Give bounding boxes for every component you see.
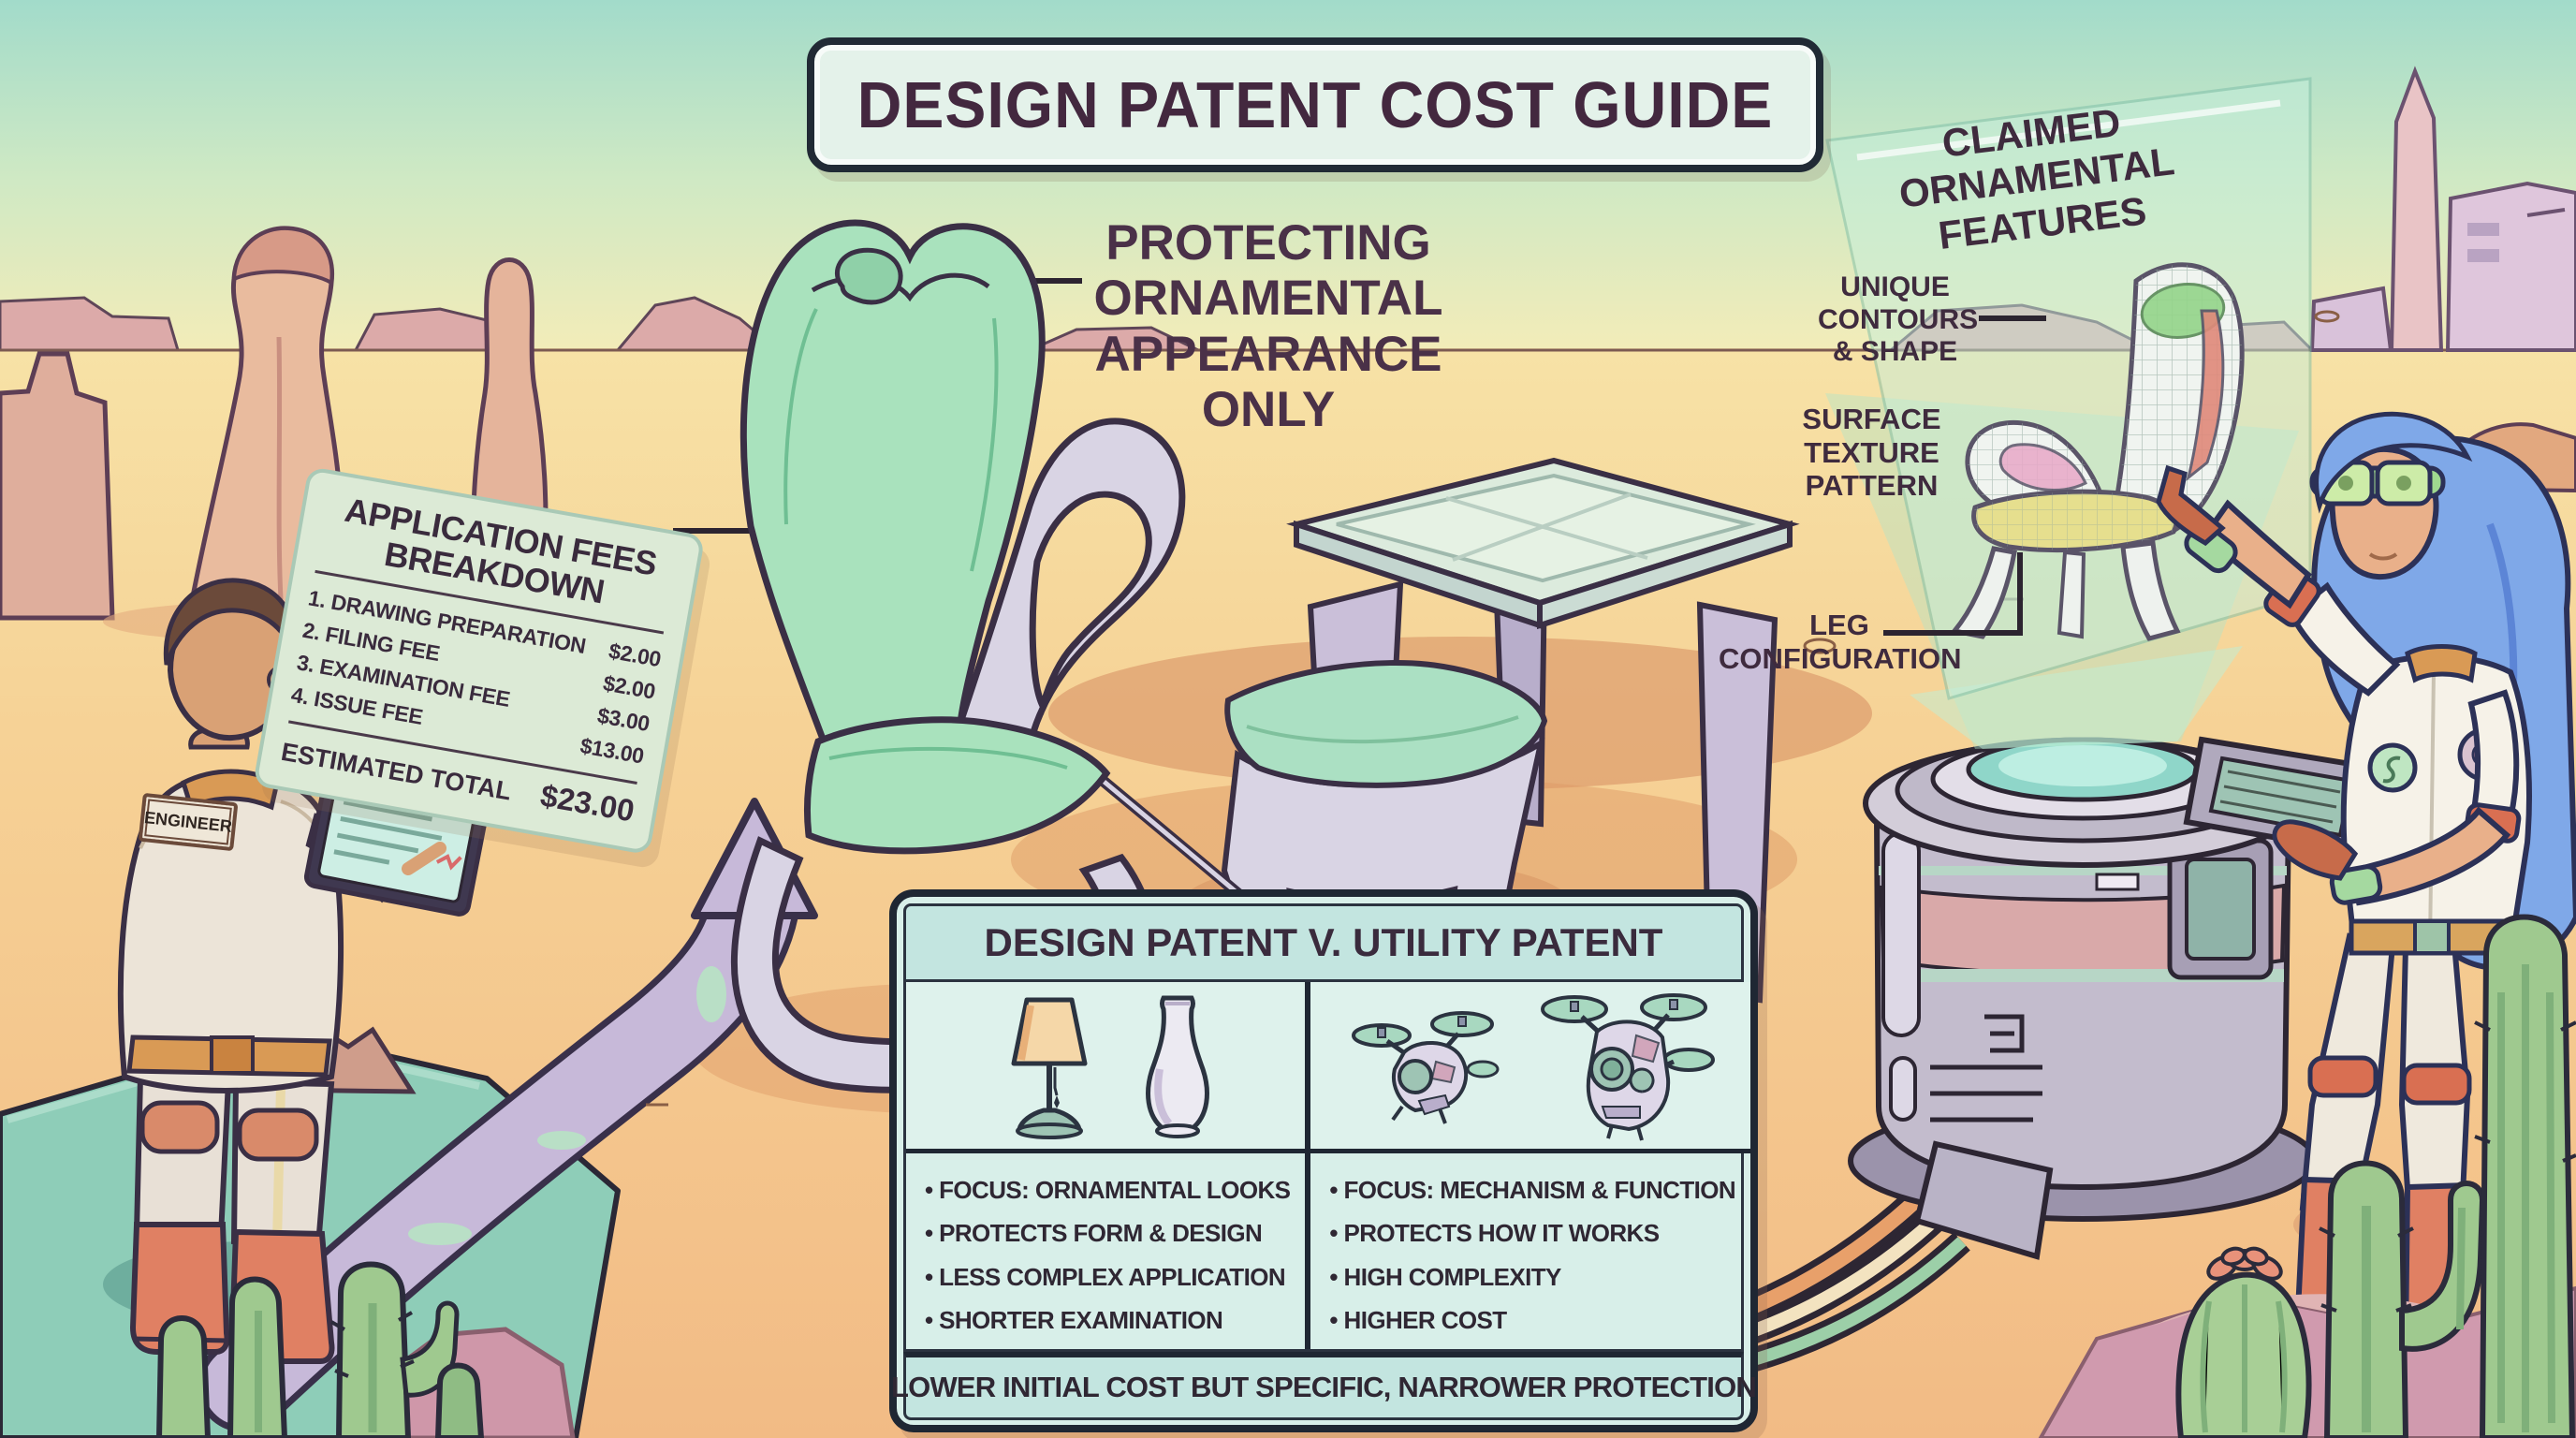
vase-icon bbox=[1146, 995, 1210, 1138]
comparison-footer-text: LOWER INITIAL COST BUT SPECIFIC, NARROWE… bbox=[891, 1371, 1757, 1404]
engineer-badge-label: ENGINEER bbox=[143, 807, 233, 836]
feature-label-texture: SURFACE TEXTURE PATTERN bbox=[1802, 403, 1941, 503]
large-drone-icon bbox=[1541, 993, 1716, 1141]
fee-total-label: ESTIMATED TOTAL bbox=[279, 737, 514, 806]
utility-patent-column: FOCUS: MECHANISM & FUNCTION PROTECTS HOW… bbox=[1310, 982, 1751, 1349]
utility-bullet: HIGHER COST bbox=[1329, 1299, 1735, 1342]
fee-total-value: $23.00 bbox=[537, 777, 637, 829]
leg-config-leader bbox=[1883, 552, 2023, 636]
comparison-footer: LOWER INITIAL COST BUT SPECIFIC, NARROWE… bbox=[891, 1352, 1757, 1421]
title-banner: DESIGN PATENT COST GUIDE bbox=[807, 37, 1823, 172]
utility-bullet: HIGH COMPLEXITY bbox=[1329, 1255, 1735, 1299]
cacti bbox=[155, 914, 2576, 1438]
page-title: DESIGN PATENT COST GUIDE bbox=[856, 68, 1774, 141]
design-bullet: FOCUS: ORNAMENTAL LOOKS bbox=[925, 1168, 1291, 1211]
comparison-table: DESIGN PATENT V. UTILITY PATENT bbox=[889, 889, 1758, 1432]
lamp-icon bbox=[1011, 997, 1088, 1139]
design-bullet: LESS COMPLEX APPLICATION bbox=[925, 1255, 1290, 1299]
center-caption: PROTECTING ORNAMENTAL APPEARANCE ONLY bbox=[1093, 215, 1443, 438]
utility-bullet: FOCUS: MECHANISM & FUNCTION bbox=[1329, 1168, 1736, 1211]
design-patent-column: FOCUS: ORNAMENTAL LOOKS PROTECTS FORM & … bbox=[906, 982, 1311, 1350]
design-examples-cell bbox=[906, 982, 1306, 1153]
comparison-body: FOCUS: ORNAMENTAL LOOKS PROTECTS FORM & … bbox=[903, 982, 1751, 1353]
scientist-character bbox=[2156, 411, 2576, 1343]
futuristic-city bbox=[2309, 66, 2576, 352]
utility-bullets: FOCUS: MECHANISM & FUNCTION PROTECTS HOW… bbox=[1310, 1153, 1750, 1349]
comparison-title: DESIGN PATENT V. UTILITY PATENT bbox=[984, 920, 1663, 964]
design-bullets: FOCUS: ORNAMENTAL LOOKS PROTECTS FORM & … bbox=[906, 1153, 1305, 1349]
design-bullet: PROTECTS FORM & DESIGN bbox=[925, 1211, 1290, 1255]
hologram-chair bbox=[1950, 262, 2245, 641]
comparison-header: DESIGN PATENT V. UTILITY PATENT bbox=[903, 903, 1744, 982]
design-bullet: SHORTER EXAMINATION bbox=[925, 1299, 1290, 1342]
feature-label-contours: UNIQUE CONTOURS & SHAPE bbox=[1818, 271, 1979, 367]
small-drone-icon bbox=[1352, 1011, 1500, 1124]
application-fees-box: APPLICATION FEES BREAKDOWN 1. DRAWING PR… bbox=[252, 466, 706, 855]
utility-bullet: PROTECTS HOW IT WORKS bbox=[1329, 1211, 1735, 1255]
engineer-badge: ENGINEER bbox=[138, 792, 239, 852]
feature-label-legs: LEG CONFIGURATION bbox=[1719, 609, 1962, 675]
utility-examples-cell bbox=[1310, 982, 1751, 1153]
